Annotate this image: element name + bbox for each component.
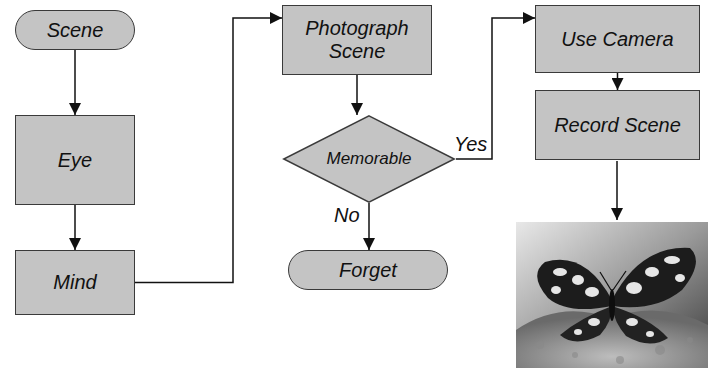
node-label: Mind (53, 271, 96, 294)
process-box: Record Scene (535, 90, 700, 160)
process-box: Photograph Scene (282, 5, 432, 75)
flow-arrow (135, 18, 282, 283)
process-box: Use Camera (535, 5, 700, 73)
edge-label: No (332, 204, 362, 226)
flow-arrow (74, 50, 76, 115)
flow-arrow (617, 73, 619, 90)
terminal-pill: Forget (288, 250, 448, 290)
butterfly-photo (516, 222, 708, 368)
terminal-pill: Scene (15, 10, 135, 50)
flow-arrow (356, 75, 358, 115)
node-label: Use Camera (561, 28, 673, 51)
node-label: Memorable (326, 149, 411, 169)
node-label: Record Scene (554, 114, 681, 137)
node-label: Photograph Scene (290, 17, 424, 63)
process-box: Eye (15, 115, 135, 205)
node-label: Eye (58, 149, 92, 172)
node-label: Forget (339, 259, 397, 282)
flow-arrow (368, 203, 370, 250)
decision-diamond: Memorable (282, 115, 456, 203)
process-box: Mind (15, 250, 135, 315)
flow-arrow (74, 205, 76, 250)
arrow-to-photo (616, 161, 618, 220)
edge-label: Yes (452, 133, 489, 155)
node-label: Scene (47, 19, 104, 42)
